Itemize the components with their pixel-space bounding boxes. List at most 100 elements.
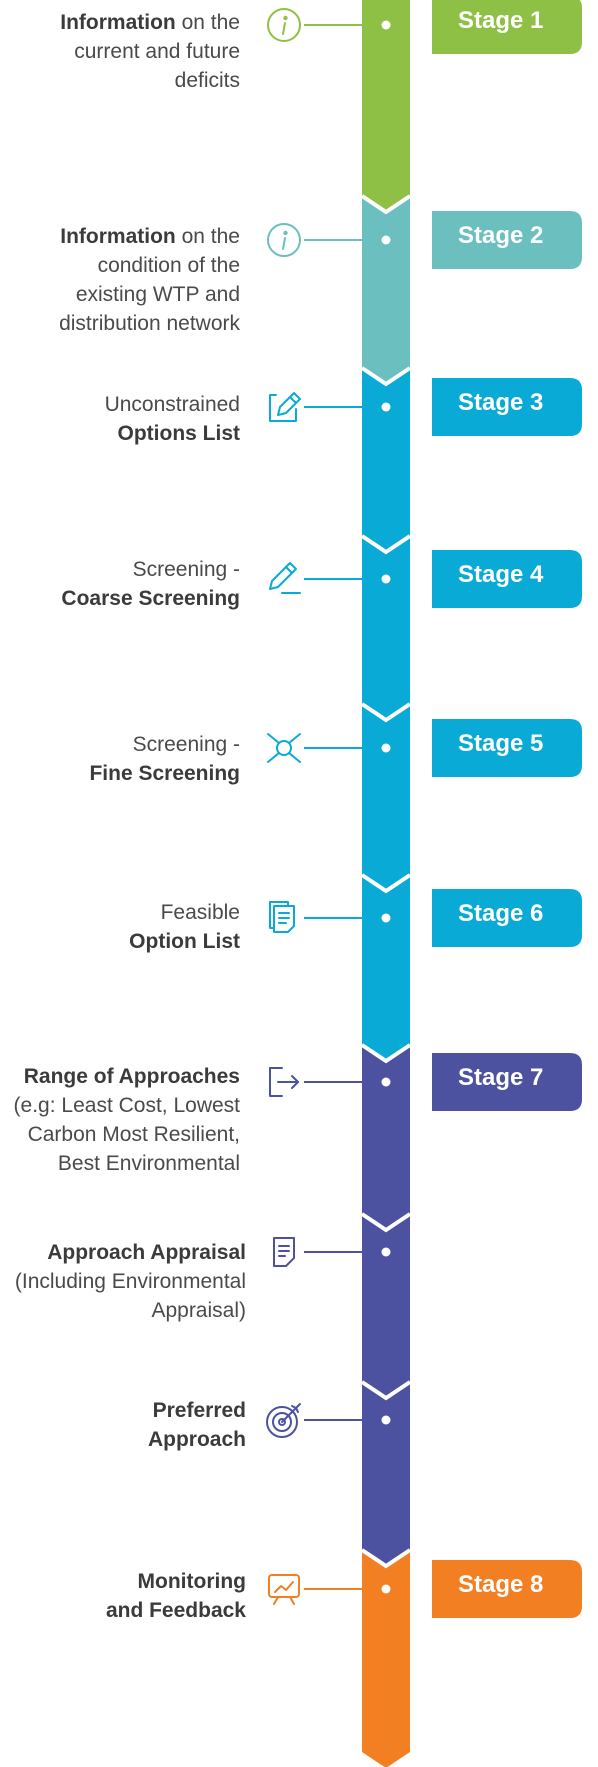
- label-line: Approach Appraisal: [15, 1238, 246, 1267]
- label-bold: Option List: [129, 930, 240, 953]
- step-label-4: Screening -Coarse Screening: [61, 555, 240, 613]
- step-label-5: Screening - Fine Screening: [89, 730, 240, 788]
- label-line: Option List: [129, 927, 240, 956]
- label-text: distribution network: [59, 312, 240, 335]
- label-bold: Information: [60, 11, 176, 34]
- info-icon: [267, 8, 301, 42]
- spine-segment-7: [362, 1045, 410, 1230]
- spine-segment-10: [362, 1550, 410, 1767]
- label-line: current and future: [60, 37, 240, 66]
- label-bold: Approach: [147, 1428, 246, 1451]
- presentation-chart-icon: [268, 1574, 300, 1605]
- spine-chevron: [360, 873, 412, 894]
- spine-dot: [381, 235, 391, 245]
- spine-chevron: [360, 194, 412, 215]
- stage-badge-label: Stage 6: [458, 900, 544, 927]
- stage-badge-4: [432, 550, 582, 608]
- label-line: Coarse Screening: [61, 584, 240, 613]
- label-bold: Approach Appraisal: [47, 1241, 246, 1264]
- stage-badges: [432, 0, 582, 1618]
- spine-segment-2: [362, 196, 410, 384]
- label-bold: Monitoring: [137, 1570, 246, 1593]
- label-text: Best Environmental: [57, 1152, 240, 1175]
- stage-badge-label: Stage 8: [458, 1571, 544, 1598]
- label-line: (Including Environmental: [15, 1267, 246, 1296]
- spine-chevron: [360, 702, 412, 723]
- label-line: Screening -: [89, 730, 240, 759]
- info-icon: [267, 223, 301, 257]
- label-line: Best Environmental: [14, 1149, 240, 1178]
- label-bold: Fine Screening: [89, 762, 240, 785]
- label-text: Carbon Most Resilient,: [27, 1123, 240, 1146]
- stage-badge-label: Stage 3: [458, 389, 544, 416]
- spine-chevron: [360, 366, 412, 387]
- pencil-icon: [269, 562, 301, 594]
- label-line: Monitoring: [106, 1567, 246, 1596]
- label-line: Range of Approaches: [14, 1062, 240, 1091]
- label-bold: and Feedback: [105, 1599, 246, 1622]
- spine-dot: [381, 743, 391, 753]
- label-text: on the: [175, 11, 240, 34]
- spine-chevron: [360, 1380, 412, 1401]
- label-text: current and future: [74, 40, 240, 63]
- label-line: condition of the: [59, 251, 240, 280]
- label-line: Feasible: [129, 898, 240, 927]
- label-line: Information on the: [59, 222, 240, 251]
- label-line: Approach: [148, 1425, 246, 1454]
- label-line: and Feedback: [106, 1596, 246, 1625]
- documents-icon: [269, 901, 295, 933]
- stage-badge-3: [432, 378, 582, 436]
- label-text: existing WTP and: [75, 283, 240, 306]
- label-text: Feasible: [160, 901, 240, 924]
- label-text: deficits: [174, 69, 240, 92]
- label-bold: Coarse Screening: [61, 587, 240, 610]
- edit-note-icon: [269, 392, 301, 422]
- document-icon: [273, 1237, 295, 1267]
- label-line: distribution network: [59, 309, 240, 338]
- spine-segment-8: [362, 1214, 410, 1398]
- label-line: Information on the: [60, 8, 240, 37]
- step-label-10: Monitoring and Feedback: [106, 1567, 246, 1625]
- spine-segment-5: [362, 704, 410, 891]
- label-line: Preferred: [148, 1396, 246, 1425]
- label-text: Unconstrained: [104, 393, 240, 416]
- spine-segment-9: [362, 1382, 410, 1566]
- spine-chevron: [360, 534, 412, 555]
- spine-dot: [381, 1584, 391, 1594]
- spine-dot: [381, 913, 391, 923]
- step-label-8: Approach Appraisal (Including Environment…: [15, 1238, 246, 1325]
- target-icon: [266, 1403, 301, 1438]
- label-text: on the: [175, 225, 240, 248]
- stage-badge-label: Stage 5: [458, 730, 544, 757]
- spine-dot: [381, 574, 391, 584]
- spine-segment-6: [362, 875, 410, 1061]
- spine-chevron: [360, 1043, 412, 1064]
- spine-chevron: [360, 1548, 412, 1569]
- label-bold: Options List: [117, 422, 241, 445]
- timeline-spine: [360, 0, 412, 1767]
- spine-dot: [381, 402, 391, 412]
- label-line: existing WTP and: [59, 280, 240, 309]
- step-icons: [266, 8, 301, 1605]
- stage-badge-label: Stage 7: [458, 1064, 544, 1091]
- label-text: Appraisal): [151, 1299, 246, 1322]
- spine-dot: [381, 1077, 391, 1087]
- step-label-7: Range of Approaches(e.g: Least Cost, Low…: [14, 1062, 240, 1178]
- spine-dot: [381, 20, 391, 30]
- stage-badge-5: [432, 719, 582, 777]
- spine-chevron: [360, 1212, 412, 1233]
- stage-badge-label: Stage 2: [458, 222, 544, 249]
- spine-segment-3: [362, 368, 410, 552]
- label-line: Options List: [105, 419, 241, 448]
- label-line: Fine Screening: [89, 759, 240, 788]
- label-bold: Range of Approaches: [23, 1065, 240, 1088]
- step-label-1: Information on the current and future defi…: [60, 8, 240, 95]
- stage-badge-1: [432, 0, 582, 54]
- label-line: Appraisal): [15, 1296, 246, 1325]
- stage-badge-2: [432, 211, 582, 269]
- spine-dot: [381, 1415, 391, 1425]
